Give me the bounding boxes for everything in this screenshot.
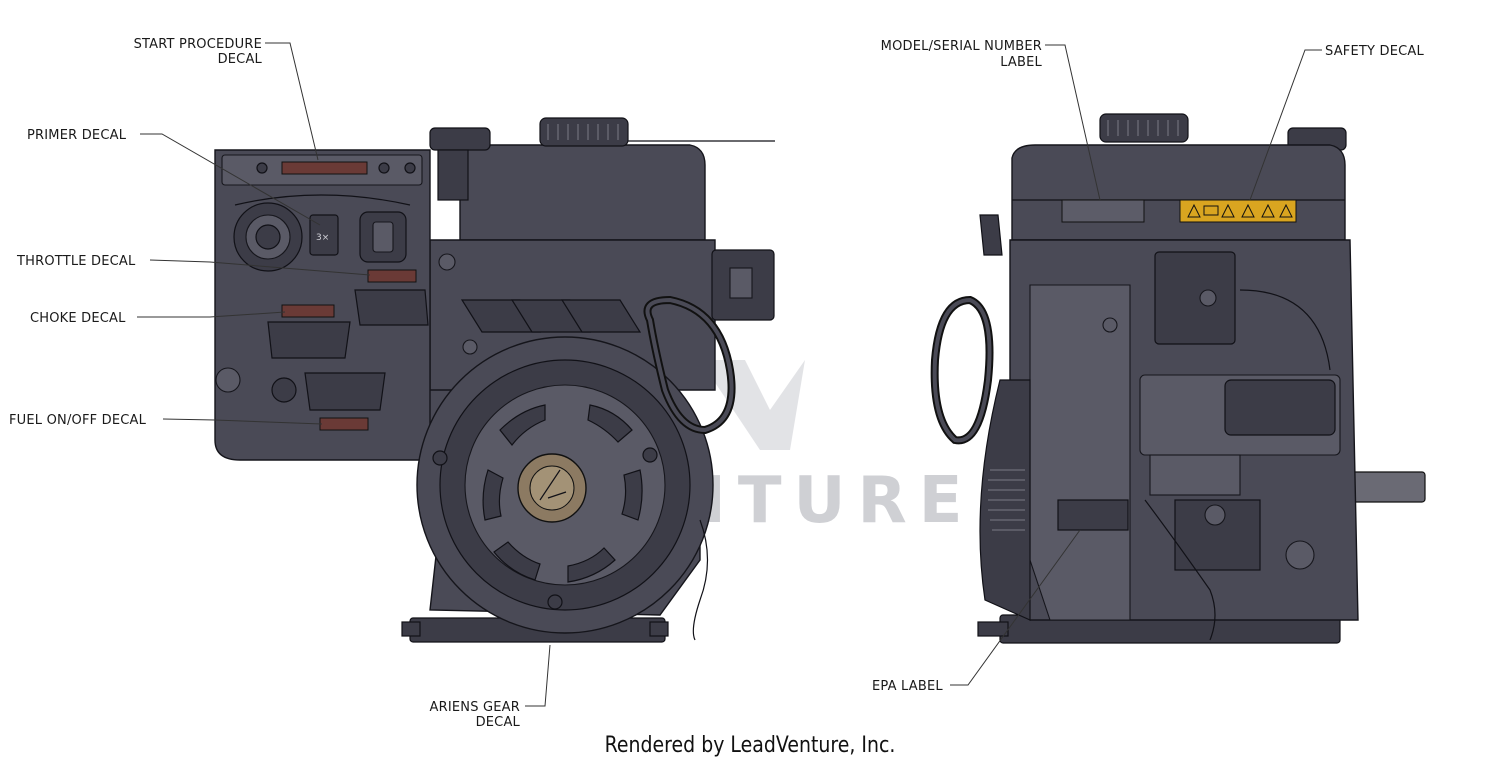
right-engine-view bbox=[930, 113, 1426, 644]
svg-text:3×: 3× bbox=[316, 233, 329, 243]
label-model-serial-line1: MODEL/SERIAL NUMBER bbox=[881, 39, 1042, 54]
label-epa: EPA LABEL bbox=[872, 679, 943, 694]
label-choke-decal: CHOKE DECAL bbox=[30, 311, 126, 326]
label-start-procedure-line1: START PROCEDURE bbox=[134, 37, 262, 52]
label-ariens-gear-line1: ARIENS GEAR bbox=[430, 700, 521, 715]
label-fuel-decal: FUEL ON/OFF DECAL bbox=[9, 413, 147, 428]
left-engine-view: 3× bbox=[214, 117, 775, 643]
label-ariens-gear-line2: DECAL bbox=[476, 715, 521, 730]
footer-credit: Rendered by LeadVenture, Inc. bbox=[604, 733, 896, 758]
label-start-procedure-line2: DECAL bbox=[218, 52, 263, 67]
watermark-logo bbox=[700, 360, 805, 450]
label-safety-decal: SAFETY DECAL bbox=[1325, 44, 1424, 59]
label-model-serial-line2: LABEL bbox=[1000, 55, 1042, 70]
label-throttle-decal: THROTTLE DECAL bbox=[16, 254, 136, 269]
label-primer-decal: PRIMER DECAL bbox=[27, 128, 127, 143]
